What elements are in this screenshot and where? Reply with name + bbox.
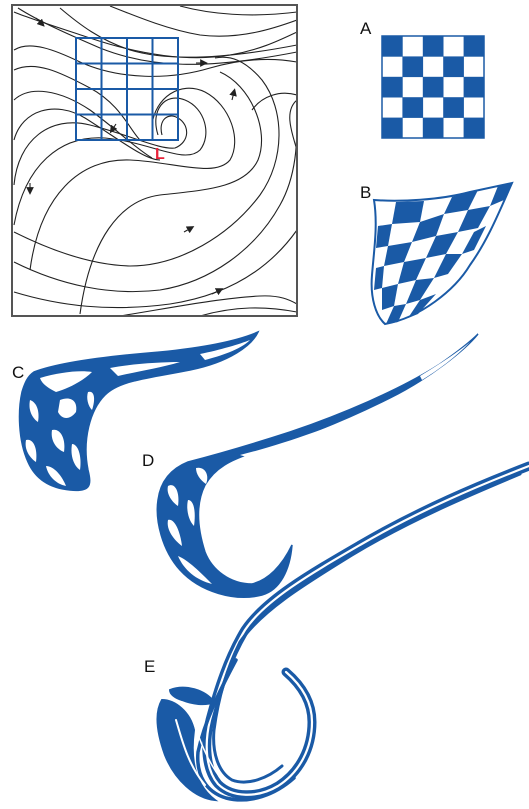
deformed-checkerboard-e (157, 466, 529, 800)
checker-cell (423, 118, 444, 139)
flow-field-panel: L (12, 5, 297, 316)
checker-cell (402, 56, 423, 77)
panel-e: E (144, 466, 529, 800)
checkerboard-square (382, 36, 484, 138)
streamline (200, 308, 297, 316)
grid-overlay (76, 38, 178, 140)
flow-arrow (184, 228, 191, 232)
checker-cell (464, 118, 485, 139)
low-pressure-label: L (155, 146, 165, 163)
panel-a: A (360, 19, 484, 138)
panel-d: D (142, 334, 478, 597)
panel-label-e: E (144, 657, 155, 676)
streamline (80, 72, 262, 314)
checker-cell (464, 36, 485, 57)
checker-cell (443, 56, 464, 77)
streamline (14, 109, 160, 160)
streamline (14, 12, 297, 58)
flow-arrows (30, 18, 234, 294)
checker-cell (382, 118, 403, 139)
streamline (252, 93, 297, 110)
checker-cell (382, 36, 403, 57)
deformed-checkerboard-d (157, 334, 478, 597)
checker-cell (382, 77, 403, 98)
panel-b: B (360, 183, 512, 324)
panel-label-c: C (12, 363, 24, 382)
flow-arrow (232, 92, 234, 100)
panel-label-a: A (360, 19, 372, 38)
checker-cell (443, 97, 464, 118)
streamline (180, 6, 297, 15)
checker-cell (464, 77, 485, 98)
deformed-checkerboard-b (372, 183, 512, 324)
checker-cell (402, 97, 423, 118)
checker-cell (423, 77, 444, 98)
checker-cell (423, 36, 444, 57)
streamline (110, 6, 297, 36)
panel-label-b: B (360, 183, 371, 202)
flow-arrow (212, 290, 220, 294)
panel-label-d: D (142, 451, 154, 470)
